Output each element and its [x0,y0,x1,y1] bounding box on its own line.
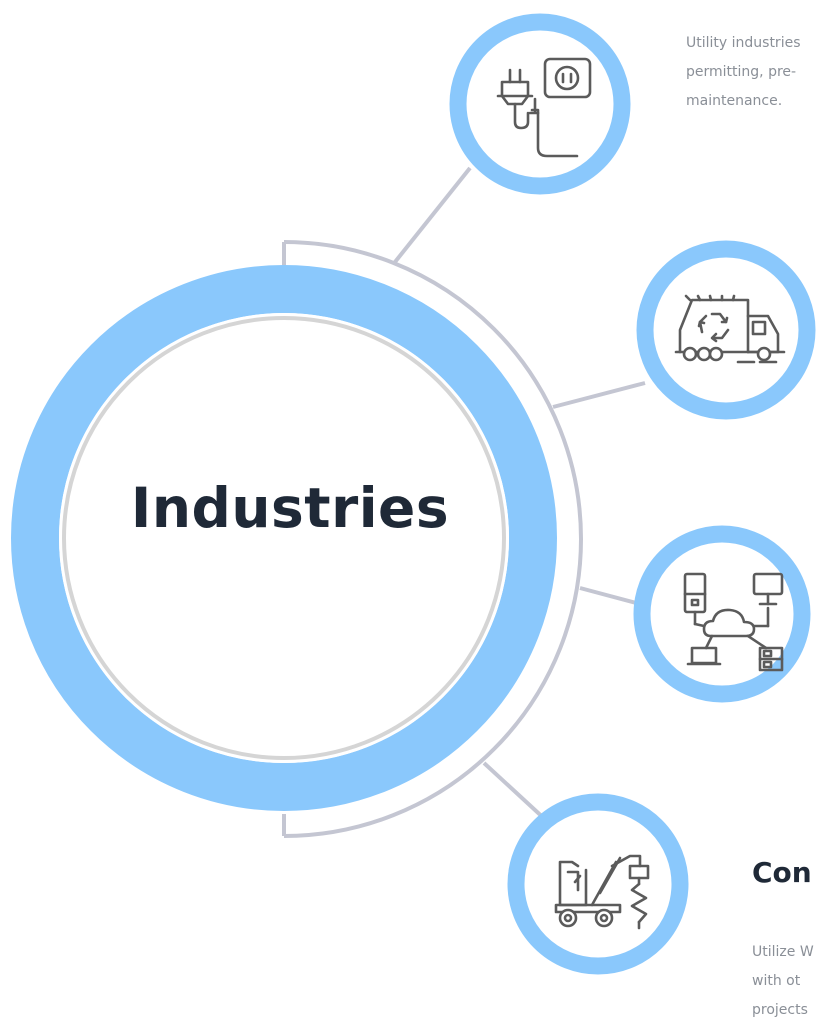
connector-utilities [393,166,472,264]
section-bottom-heading: Con [752,856,812,889]
center-disc [59,313,509,763]
section-bottom-description-line: Utilize W [752,944,814,960]
section-top-description-line: maintenance. [686,93,783,109]
section-top-description-line: Utility industries [686,35,801,51]
node-construction[interactable] [507,793,689,975]
center-inner-ring [62,316,506,760]
cloud-network-icon [683,572,784,672]
node-utilities[interactable] [449,13,631,195]
center-title: Industries [130,476,450,540]
node-waste-management[interactable] [636,240,816,420]
node-network[interactable] [633,525,811,703]
plug-and-socket-icon [496,57,592,158]
drilling-rig-icon [554,854,650,930]
outer-arc [283,240,583,838]
node-waste-management-ring [636,240,816,420]
industries-diagram [11,13,816,975]
section-top-description: Utility industries permitting, pre- main… [686,29,819,116]
node-utilities-ring [449,13,631,195]
section-bottom-description-line: projects [752,1002,808,1018]
center-ring [11,265,557,811]
section-bottom-description-line: with ot [752,973,801,989]
recycling-truck-icon [674,294,786,364]
section-top-description-line: permitting, pre- [686,64,797,80]
section-bottom-description: Utilize W with ot projects [752,938,819,1025]
connector-waste-management [552,381,646,409]
connector-construction [482,761,550,824]
node-construction-ring [507,793,689,975]
connector-network [579,586,641,606]
